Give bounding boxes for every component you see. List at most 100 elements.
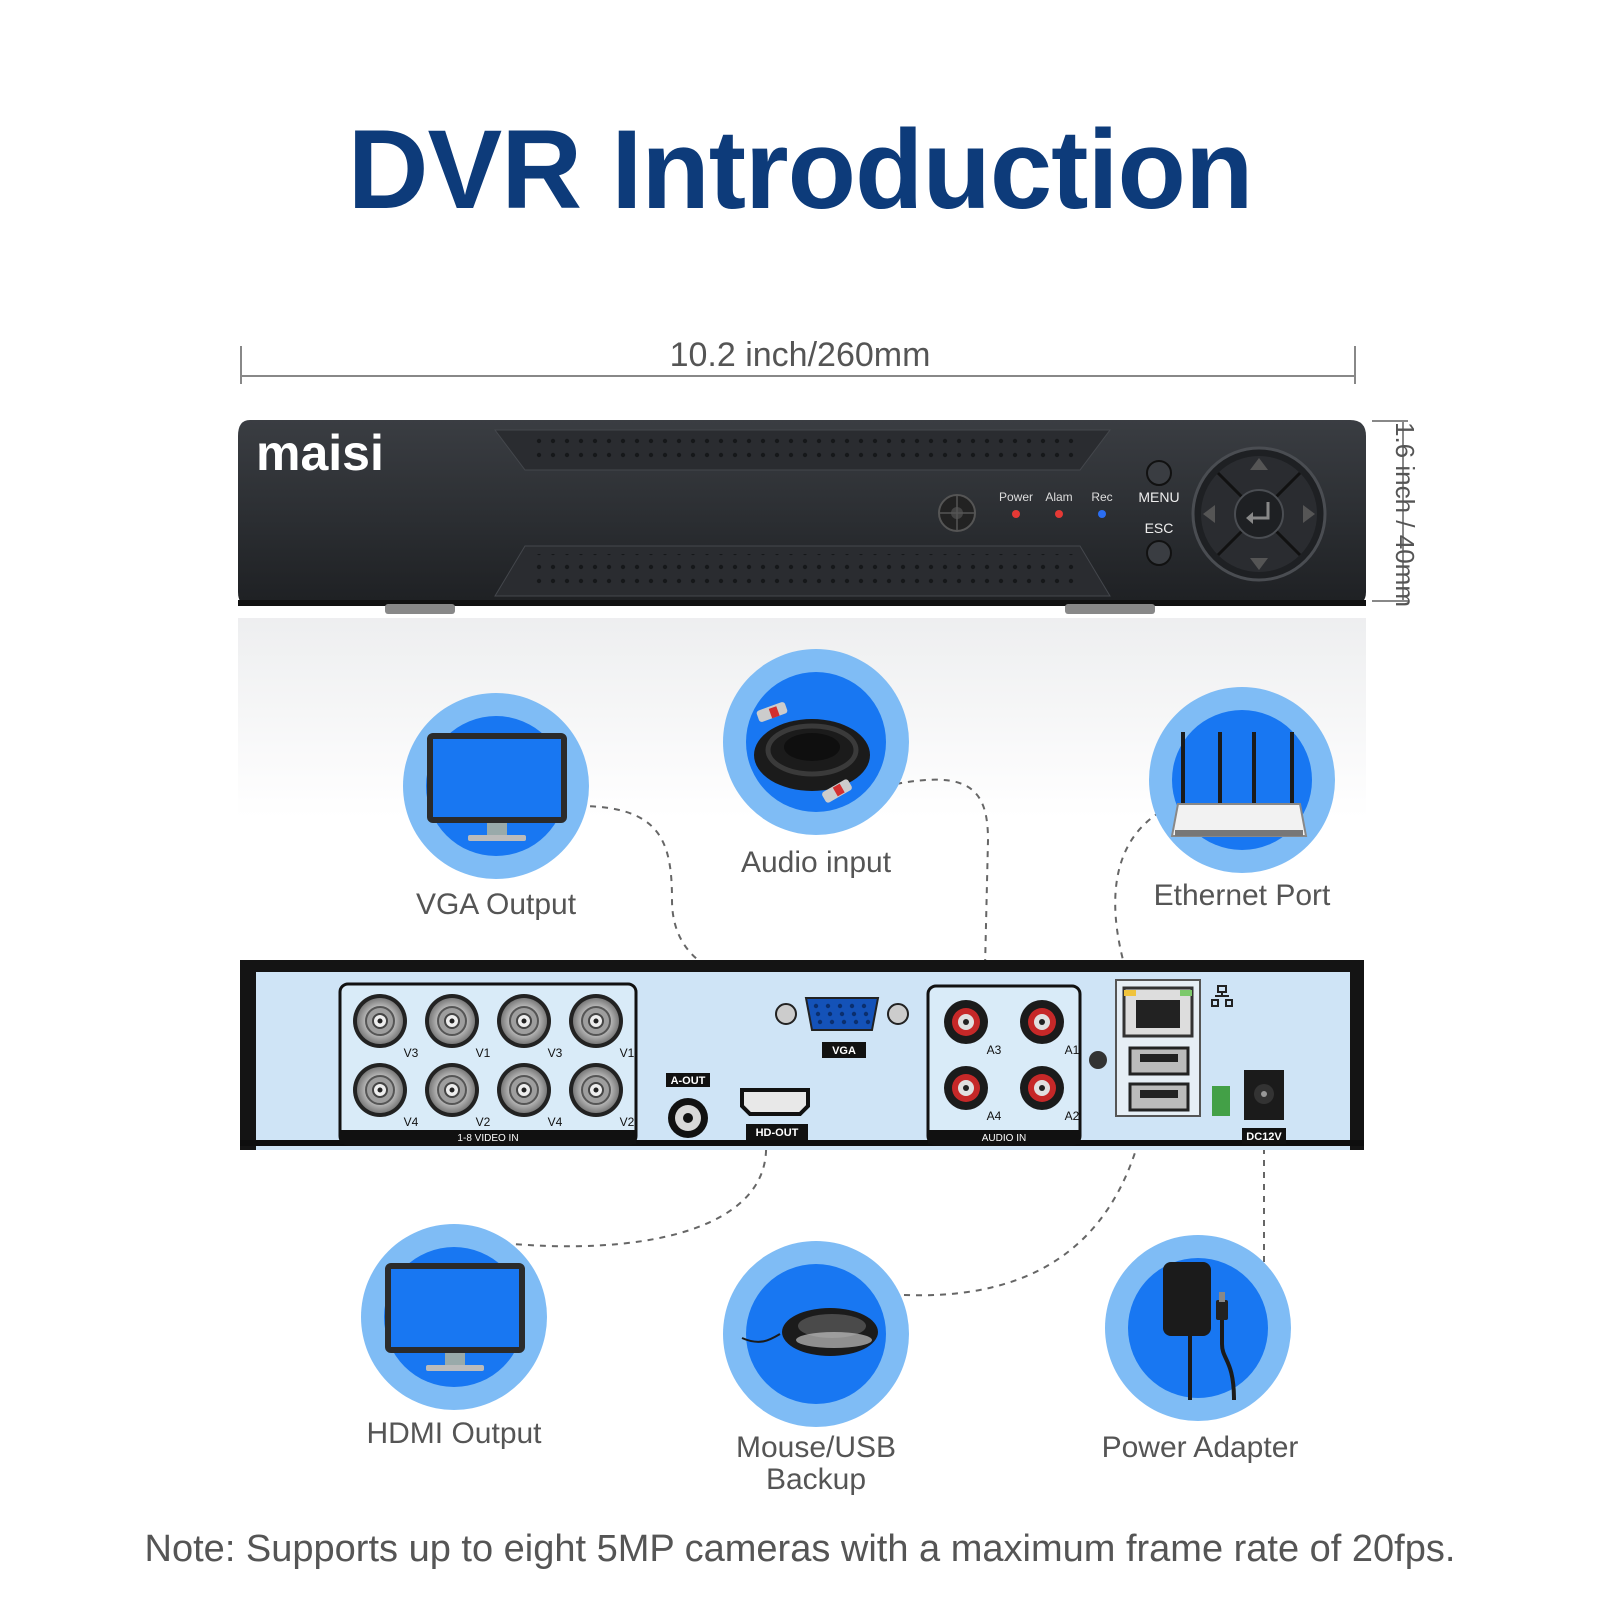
cable-coil-icon	[754, 702, 870, 803]
width-tick-right	[1354, 346, 1356, 384]
menu-button-label: MENU	[1138, 489, 1179, 505]
height-dimension-line	[1402, 420, 1404, 602]
bnc-label: V4	[404, 1115, 419, 1129]
ethernet-port-circle	[1149, 687, 1335, 873]
dpad-control[interactable]	[1191, 446, 1327, 582]
arrow-right-icon	[1303, 505, 1315, 523]
dc-label-bg	[1242, 1128, 1286, 1144]
height-tick-top	[1372, 420, 1408, 422]
rca-jack	[1020, 1066, 1064, 1110]
vga-pin	[829, 1019, 835, 1025]
bottom-vents	[530, 554, 1075, 588]
bnc-connector	[353, 1063, 407, 1117]
mouse-icon	[741, 1308, 878, 1356]
top-vents	[530, 436, 1075, 464]
vga-pin	[817, 1019, 823, 1025]
power-adapter-icon	[1163, 1262, 1236, 1401]
connector-hdmi	[491, 1143, 768, 1248]
network-icon	[1211, 985, 1233, 1007]
ground-screw	[1089, 1051, 1107, 1069]
vga-output-label: VGA Output	[415, 888, 577, 921]
vga-pin	[837, 1003, 843, 1009]
audio-in-label: AUDIO IN	[982, 1133, 1026, 1144]
bnc-connectors	[353, 994, 623, 1117]
audio-input-circle	[723, 649, 909, 835]
bnc-label: V2	[476, 1115, 491, 1129]
hdmi-port	[740, 1088, 810, 1116]
vga-pin	[825, 1003, 831, 1009]
mouse-usb-label-line1: Mouse/USB	[735, 1431, 897, 1464]
vga-pins	[813, 1003, 871, 1025]
footnote: Note: Supports up to eight 5MP cameras w…	[144, 1528, 1456, 1570]
bnc-connector	[497, 1063, 551, 1117]
rca-label: A1	[1065, 1043, 1080, 1057]
dvr-front-panel	[238, 420, 1366, 614]
vga-pin	[813, 1003, 819, 1009]
foot-left	[385, 604, 455, 614]
rca-jack	[1020, 1000, 1064, 1044]
bnc-connector	[569, 1063, 623, 1117]
router-icon	[1170, 732, 1308, 837]
rca-label: A4	[987, 1109, 1002, 1123]
alarm-led-label: Alam	[1045, 490, 1072, 504]
bnc-label: V4	[548, 1115, 563, 1129]
monitor-icon	[385, 1263, 525, 1353]
bnc-connector	[569, 994, 623, 1048]
vga-screw-right	[887, 1003, 909, 1025]
video-in-label: 1-8 VIDEO IN	[457, 1133, 518, 1144]
rca-label: A2	[1065, 1109, 1080, 1123]
alarm-led	[1055, 510, 1063, 518]
hd-out-label: HD-OUT	[756, 1127, 799, 1139]
ir-sensor-icon	[938, 494, 976, 532]
vga-screw-left	[775, 1003, 797, 1025]
arrow-up-icon	[1250, 458, 1268, 470]
vga-pin	[863, 1011, 869, 1017]
menu-button[interactable]	[1146, 460, 1172, 486]
rec-led	[1098, 510, 1106, 518]
mouse-usb-label-line2: Backup	[765, 1463, 867, 1496]
bnc-connector	[425, 1063, 479, 1117]
rca-jacks	[944, 1000, 1064, 1110]
bnc-connector	[353, 994, 407, 1048]
terminal-block	[1212, 1086, 1230, 1116]
esc-button[interactable]	[1146, 540, 1172, 566]
a-out-label: A-OUT	[671, 1075, 706, 1087]
hd-out-label-bg	[746, 1124, 808, 1140]
bnc-label: V1	[476, 1046, 491, 1060]
bnc-label: V2	[620, 1115, 635, 1129]
power-adapter-circle	[1105, 1235, 1291, 1421]
rec-led-label: Rec	[1091, 490, 1112, 504]
arrow-down-icon	[1250, 558, 1268, 570]
vga-label-bg	[822, 1042, 866, 1058]
brand-logo: maisi	[256, 425, 384, 481]
vga-pin	[815, 1011, 821, 1017]
connector-audio	[895, 778, 990, 1011]
width-dimension-label: 10.2 inch/260mm	[669, 336, 931, 374]
power-led-label: Power	[999, 490, 1033, 504]
width-dimension-line	[240, 375, 1356, 377]
dvr-rear-panel	[240, 960, 1364, 1150]
vga-pin	[849, 1003, 855, 1009]
rca-jack	[944, 1000, 988, 1044]
mouse-usb-label: Mouse/USB Backup	[656, 1432, 976, 1496]
dc-label: DC12V	[1246, 1131, 1282, 1143]
connector-ethernet	[1114, 811, 1161, 996]
monitor-icon	[427, 733, 567, 823]
vga-pin	[851, 1011, 857, 1017]
mouse-usb-circle	[723, 1241, 909, 1427]
foot-right	[1065, 604, 1155, 614]
a-out-label-bg	[666, 1073, 710, 1087]
power-led	[1012, 510, 1020, 518]
hdmi-output-label: HDMI Output	[366, 1417, 542, 1450]
esc-button-label: ESC	[1145, 520, 1174, 536]
arrow-left-icon	[1203, 505, 1215, 523]
rca-label: A3	[987, 1043, 1002, 1057]
vga-pin	[839, 1011, 845, 1017]
ethernet-port-label: Ethernet Port	[1153, 879, 1331, 912]
bnc-label: V1	[620, 1046, 635, 1060]
height-tick-bottom	[1372, 600, 1408, 602]
rca-jack	[944, 1066, 988, 1110]
audio-input-label: Audio input	[740, 846, 892, 879]
vga-output-circle	[403, 693, 589, 879]
